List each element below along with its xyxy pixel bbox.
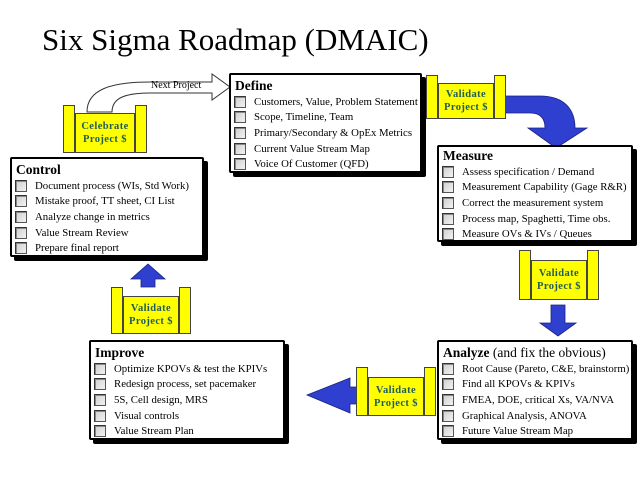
improve-box: Improve Optimize KPOVs & test the KPIVs … [89, 340, 285, 440]
arrow-to-measure [501, 95, 589, 149]
measure-box: Measure Assess specification / Demand Me… [437, 145, 633, 242]
arrow-to-improve [305, 377, 363, 414]
checklist-item[interactable]: Assess specification / Demand [442, 164, 631, 180]
page-title: Six Sigma Roadmap (DMAIC) [42, 22, 429, 57]
checklist-item[interactable]: Correct the measurement system [442, 195, 631, 211]
next-project-arrow [86, 73, 231, 113]
checklist-item[interactable]: Customers, Value, Problem Statement [234, 94, 420, 110]
checkbox[interactable] [94, 362, 106, 375]
checkbox[interactable] [15, 195, 27, 208]
checkbox[interactable] [15, 242, 27, 255]
checkbox[interactable] [15, 179, 27, 192]
checkbox[interactable] [234, 95, 246, 108]
checklist-item[interactable]: Process map, Spaghetti, Time obs. [442, 211, 631, 227]
checklist-item[interactable]: Mistake proof, TT sheet, CI List [15, 194, 202, 210]
define-heading: Define [235, 78, 273, 93]
checklist-item[interactable]: Root Cause (Pareto, C&E, brainstorm) [442, 361, 631, 377]
checkbox[interactable] [442, 409, 454, 422]
checkbox[interactable] [442, 165, 454, 178]
checklist-item[interactable]: Future Value Stream Map [442, 423, 631, 439]
define-box: Define Customers, Value, Problem Stateme… [229, 73, 422, 173]
checklist-item[interactable]: Scope, Timeline, Team [234, 110, 420, 126]
checkbox[interactable] [234, 142, 246, 155]
checklist-item[interactable]: Find all KPOVs & KPIVs [442, 377, 631, 393]
checkbox[interactable] [234, 158, 246, 171]
checkbox[interactable] [15, 226, 27, 239]
next-project-label: Next Project [151, 80, 202, 91]
analyze-heading: Analyze (and fix the obvious) [443, 345, 606, 360]
checklist-item[interactable]: Visual controls [94, 408, 283, 424]
analyze-box: Analyze (and fix the obvious) Root Cause… [437, 340, 633, 440]
checkbox[interactable] [442, 393, 454, 406]
checkbox[interactable] [442, 425, 454, 438]
checklist-item[interactable]: Primary/Secondary & OpEx Metrics [234, 125, 420, 141]
checkbox[interactable] [442, 378, 454, 391]
checkbox[interactable] [442, 212, 454, 225]
checkbox[interactable] [442, 181, 454, 194]
checkbox[interactable] [442, 228, 454, 241]
checklist-item[interactable]: Measurement Capability (Gage R&R) [442, 180, 631, 196]
analyze-heading-suffix: (and fix the obvious) [492, 345, 606, 360]
checklist-item[interactable]: Graphical Analysis, ANOVA [442, 408, 631, 424]
checklist-item[interactable]: Measure OVs & IVs / Queues [442, 226, 631, 242]
checkbox[interactable] [15, 210, 27, 223]
checkbox[interactable] [94, 409, 106, 422]
checkbox[interactable] [94, 393, 106, 406]
measure-heading: Measure [443, 148, 493, 163]
checkbox[interactable] [234, 111, 246, 124]
checkbox[interactable] [442, 362, 454, 375]
checklist-item[interactable]: Value Stream Plan [94, 423, 283, 439]
checklist-item[interactable]: Analyze change in metrics [15, 209, 202, 225]
control-heading: Control [16, 162, 61, 177]
control-box: Control Document process (WIs, Std Work)… [10, 157, 204, 257]
checklist-item[interactable]: Value Stream Review [15, 225, 202, 241]
checklist-item[interactable]: Prepare final report [15, 240, 202, 256]
arrow-to-control [129, 263, 167, 288]
checklist-item[interactable]: 5S, Cell design, MRS [94, 392, 283, 408]
checkbox[interactable] [94, 425, 106, 438]
checkbox[interactable] [442, 196, 454, 209]
improve-heading: Improve [95, 345, 145, 360]
checkbox[interactable] [94, 378, 106, 391]
checklist-item[interactable]: Voice Of Customer (QFD) [234, 156, 420, 172]
checklist-item[interactable]: Document process (WIs, Std Work) [15, 178, 202, 194]
arrow-to-analyze [538, 304, 578, 337]
checklist-item[interactable]: Optimize KPOVs & test the KPIVs [94, 361, 283, 377]
checkbox[interactable] [234, 126, 246, 139]
checklist-item[interactable]: FMEA, DOE, critical Xs, VA/NVA [442, 392, 631, 408]
checklist-item[interactable]: Redesign process, set pacemaker [94, 377, 283, 393]
checklist-item[interactable]: Current Value Stream Map [234, 141, 420, 157]
